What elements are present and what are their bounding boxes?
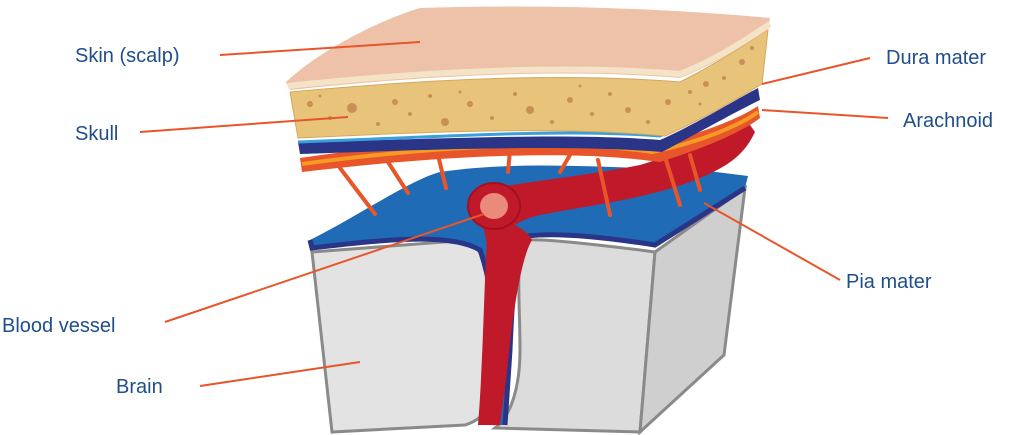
leader-arachnoid [761,109,889,119]
leader-dura [761,57,871,85]
leader-pia [703,202,841,281]
label-dura: Dura mater [886,47,986,69]
leader-blood-vessel [164,213,485,323]
brain-right-face [490,238,657,434]
blood-vessel [467,118,755,425]
label-skin: Skin (scalp) [75,45,179,67]
leader-brain [199,361,361,387]
dura-band [298,88,760,154]
pia-top-surface [310,165,748,425]
label-pia: Pia mater [846,271,932,293]
leader-skin [219,41,421,56]
label-blood-vessel: Blood vessel [2,315,115,337]
label-arachnoid: Arachnoid [903,110,993,132]
vessel-trunk [480,118,755,230]
label-brain: Brain [116,376,163,398]
skull-pores [307,46,754,126]
skin-lower-edge [287,21,772,89]
brain-left-face [310,238,502,434]
brain-block [310,184,747,435]
vessel-descending [478,215,532,425]
label-skull: Skull [75,123,118,145]
leader-skull [139,116,349,133]
skin-layer [286,6,772,91]
leader-lines [139,41,889,387]
vessel-lumen [480,193,508,219]
labels: Skin (scalp) Skull Blood vessel Brain Du… [2,45,993,398]
